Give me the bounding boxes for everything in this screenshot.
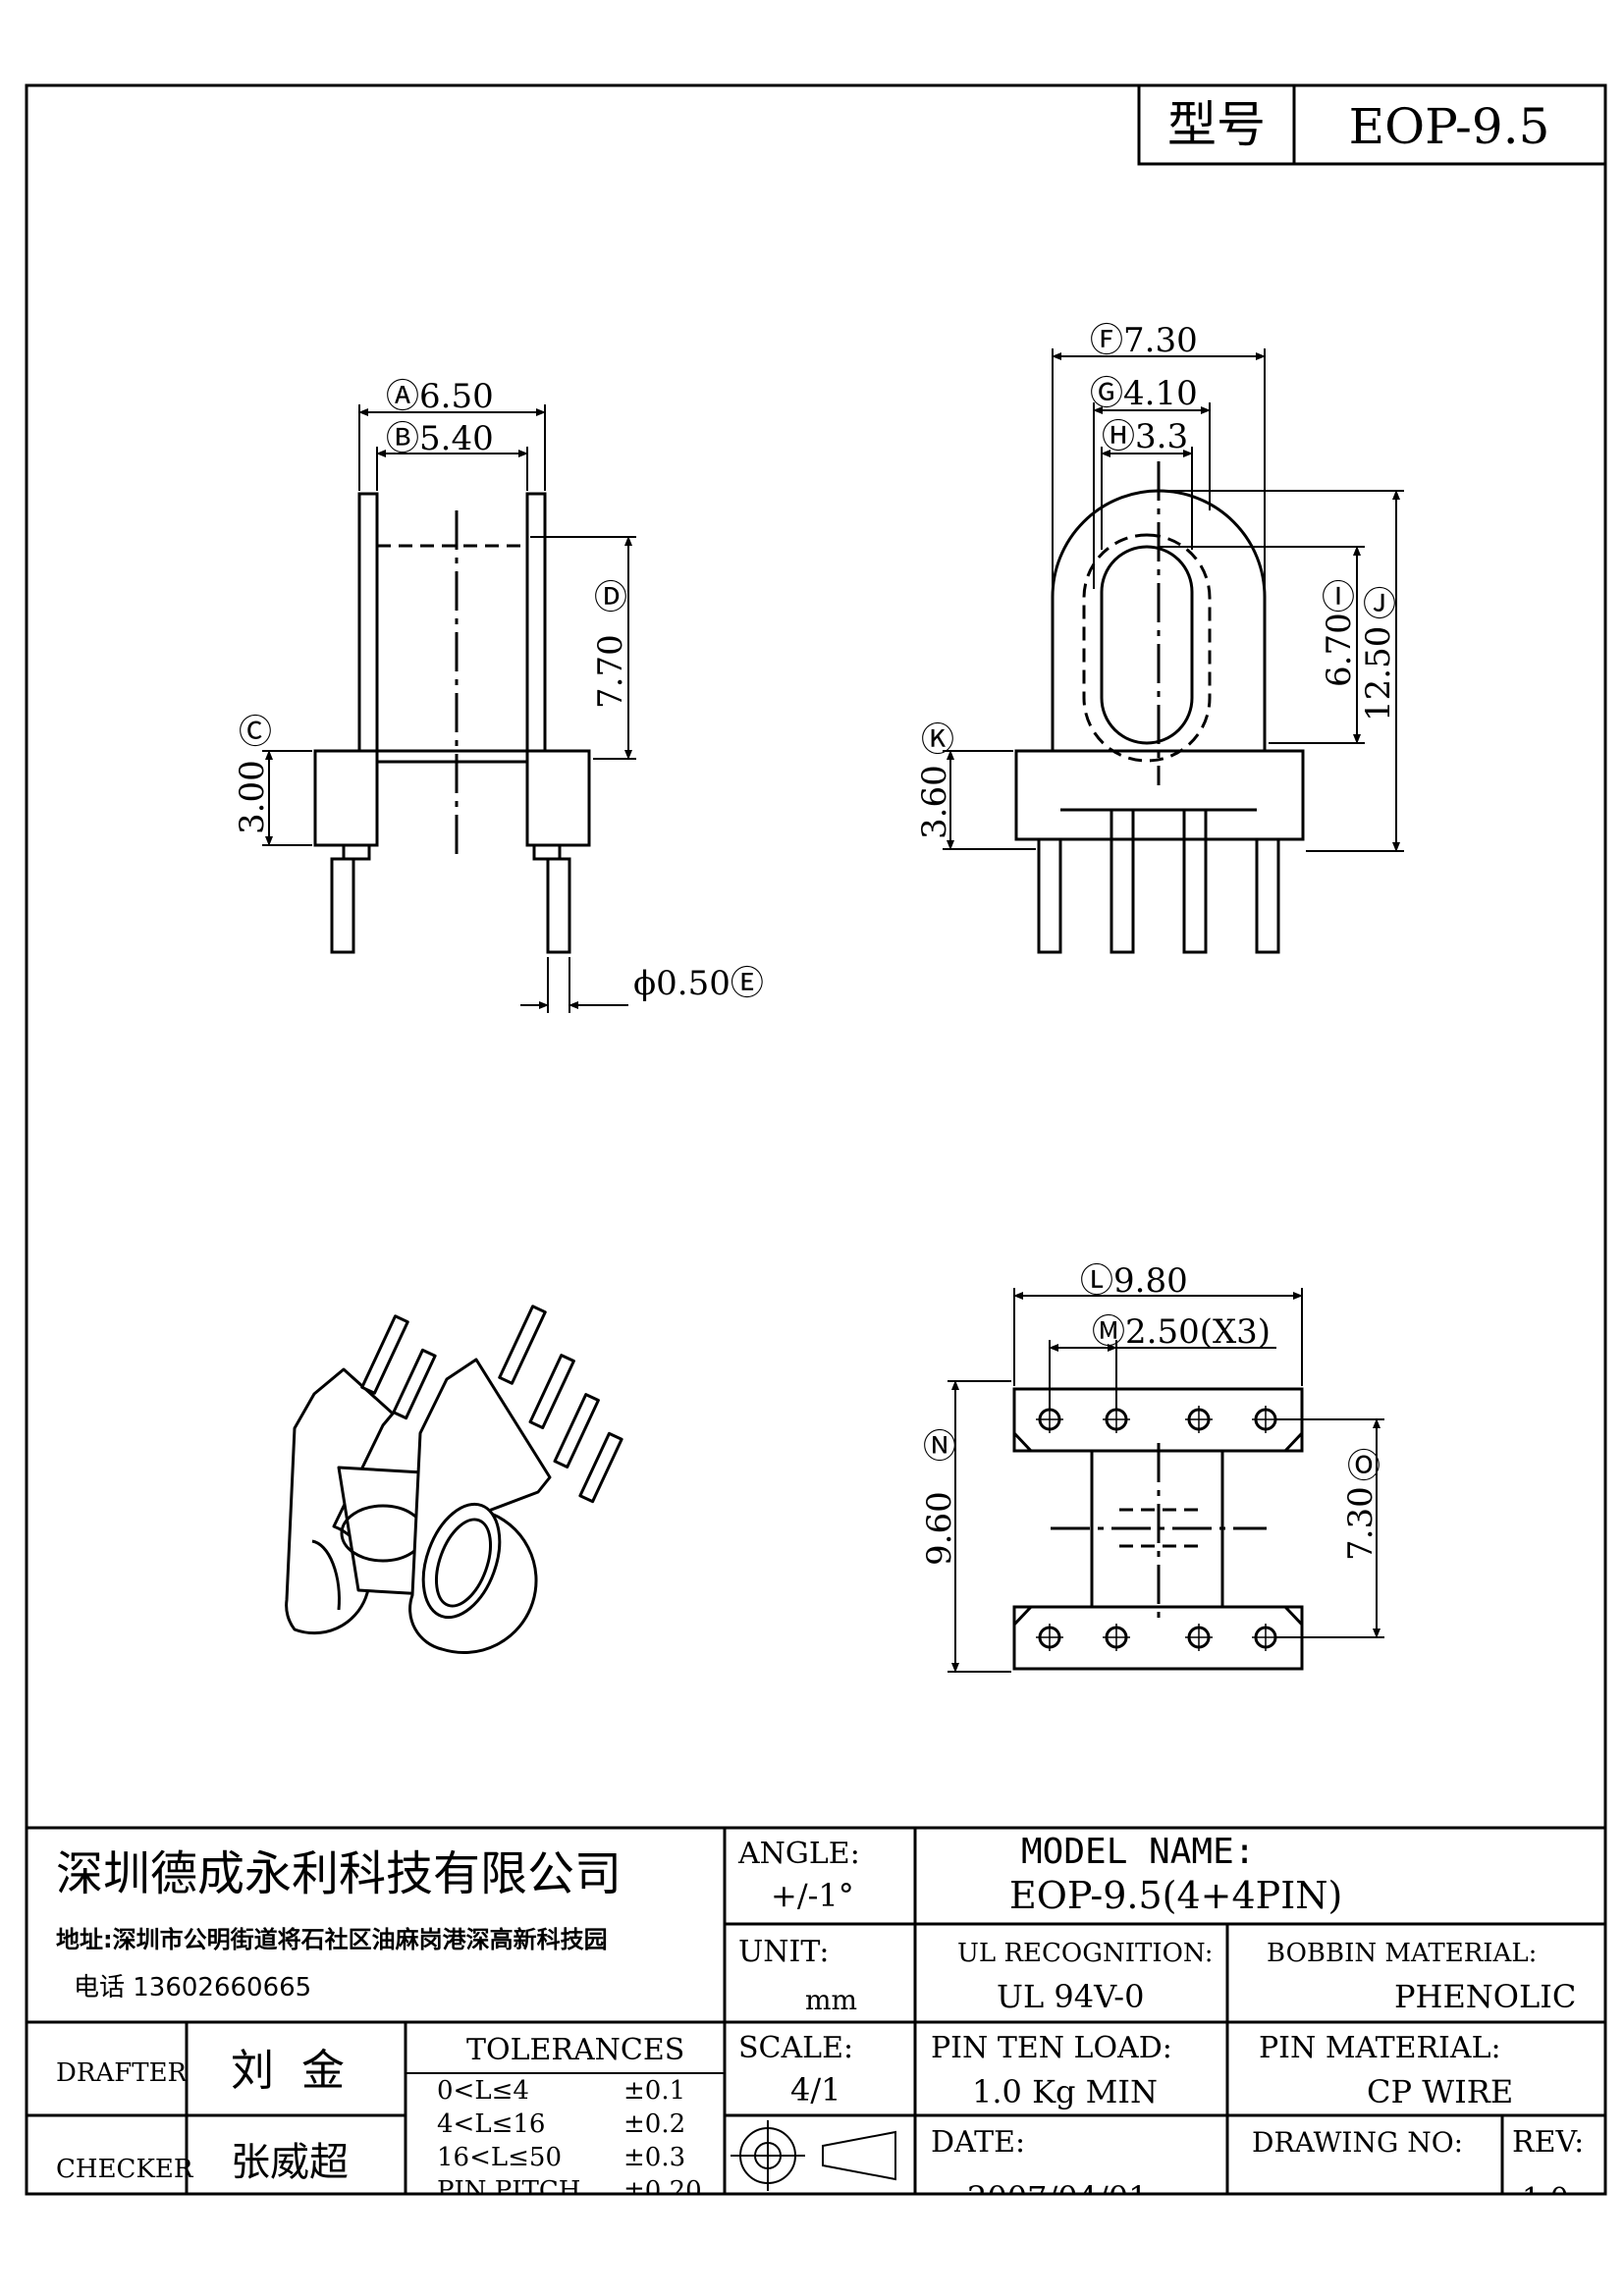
company-address: 地址:深圳市公明街道将石社区油麻岗港深高新科技园 [56, 1926, 608, 1953]
model-label: 型号 [1167, 96, 1266, 153]
pin-material-label: PIN MATERIAL: [1259, 2031, 1501, 2065]
dim-d-letter: Ⓓ [594, 578, 627, 617]
ul-value: UL 94V-0 [997, 1978, 1144, 2015]
dim-d-value: 7.70 [591, 634, 630, 709]
date-label: DATE: [931, 2125, 1025, 2160]
scale-label: SCALE: [738, 2031, 853, 2065]
title-block-grid [27, 1826, 1605, 2194]
dim-e-label: ϕ0.50Ⓔ [633, 964, 764, 1003]
tolerance-value-2: ±0.3 [623, 2143, 685, 2172]
dim-c-letter: Ⓒ [239, 713, 272, 752]
dim-n-value: 9.60 [920, 1491, 959, 1566]
tolerance-value-1: ±0.2 [623, 2109, 685, 2139]
side-view [313, 492, 591, 954]
rev-label: REV: [1512, 2125, 1584, 2160]
dim-h-label: Ⓗ3.3 [1102, 417, 1188, 456]
dim-j-value: 12.50 [1359, 626, 1398, 721]
front-view-dimensions [943, 348, 1404, 852]
projection-symbol-icon [731, 2120, 896, 2191]
bottom-view-dimensions [947, 1288, 1384, 1673]
pin-material-value: CP WIRE [1367, 2073, 1513, 2110]
isometric-view [285, 1305, 623, 1655]
side-view-dimensions [262, 404, 636, 1013]
bobbin-material-value: PHENOLIC [1394, 1978, 1576, 2015]
pin-load-value: 1.0 Kg MIN [972, 2073, 1158, 2110]
company-name: 深圳德成永利科技有限公司 [56, 1846, 622, 1901]
ul-label: UL RECOGNITION: [957, 1939, 1214, 1968]
dim-g-label: Ⓖ4.10 [1090, 374, 1198, 413]
dim-k-letter: Ⓚ [921, 721, 954, 760]
rev-value: 1.0 [1522, 2182, 1569, 2216]
dim-c-value: 3.00 [233, 760, 272, 834]
dim-i-letter: Ⓘ [1322, 578, 1355, 617]
dim-o-value: 7.30 [1341, 1486, 1380, 1561]
dim-o-letter: Ⓞ [1347, 1447, 1380, 1486]
model-value: EOP-9.5 [1349, 98, 1550, 155]
drawing-no-label: DRAWING NO: [1252, 2126, 1463, 2159]
checker-label: CHECKER [56, 2155, 194, 2184]
drawing-border [25, 83, 1607, 2196]
dim-k-value: 3.60 [915, 765, 954, 839]
drafter-label: DRAFTER [56, 2058, 189, 2088]
tolerances-label: TOLERANCES [466, 2033, 684, 2067]
checker-name: 张威超 [231, 2140, 349, 2185]
model-name-label: MODEL NAME: [1021, 1832, 1255, 1872]
dim-a-label: Ⓐ6.50 [386, 377, 494, 416]
dim-b-label: Ⓑ5.40 [386, 419, 494, 458]
dim-n-letter: Ⓝ [923, 1427, 956, 1467]
dim-i-value: 6.70 [1320, 613, 1359, 687]
angle-label: ANGLE: [737, 1837, 860, 1871]
date-value: 2007/04/01 [967, 2179, 1148, 2216]
scale-value: 4/1 [790, 2071, 841, 2109]
front-view [1014, 461, 1305, 954]
unit-label: UNIT: [738, 1935, 829, 1969]
tolerance-value-0: ±0.1 [623, 2076, 685, 2106]
company-phone: 电话 13602660665 [74, 1973, 311, 2002]
model-name-value: EOP-9.5(4+4PIN) [1009, 1874, 1342, 1917]
tolerance-value-3: ±0.20 [623, 2176, 702, 2206]
unit-value: mm [805, 1984, 857, 2016]
tolerance-range-3: PIN PITCH [437, 2176, 580, 2206]
dim-f-label: Ⓕ7.30 [1090, 321, 1198, 360]
angle-value: +/-1° [771, 1877, 854, 1914]
bottom-pin-crosshairs [1036, 1406, 1279, 1651]
model-header-box: 型号 EOP-9.5 [1137, 83, 1607, 166]
dim-m-label: Ⓜ2.50(X3) [1092, 1312, 1271, 1352]
tolerance-range-2: 16<L≤50 [437, 2143, 562, 2172]
tolerance-range-0: 0<L≤4 [437, 2076, 529, 2106]
dim-l-label: Ⓛ9.80 [1080, 1261, 1188, 1301]
tolerance-range-1: 4<L≤16 [437, 2109, 545, 2139]
bottom-view [1012, 1387, 1304, 1671]
pin-load-label: PIN TEN LOAD: [931, 2031, 1172, 2065]
drafter-name: 刘 金 [231, 2046, 345, 2096]
dim-j-letter: Ⓙ [1363, 585, 1396, 624]
bobbin-material-label: BOBBIN MATERIAL: [1267, 1939, 1537, 1968]
